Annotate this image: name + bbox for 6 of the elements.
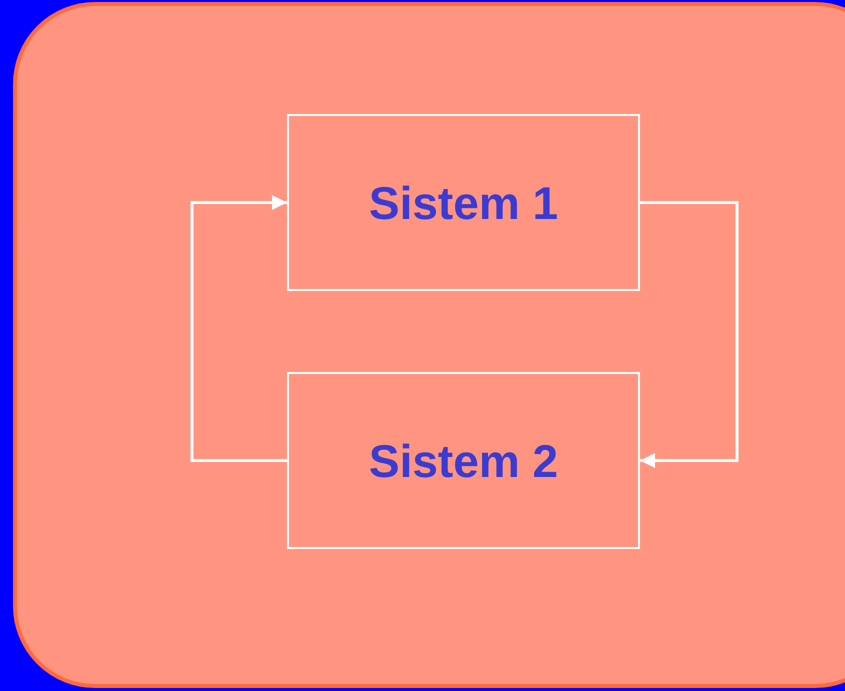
box-label: Sistem 1 (368, 176, 558, 230)
arrow (190, 195, 287, 462)
process-box (287, 114, 640, 291)
arrow (640, 201, 738, 468)
box-label: Sistem 2 (368, 434, 558, 488)
process-box (287, 372, 640, 549)
